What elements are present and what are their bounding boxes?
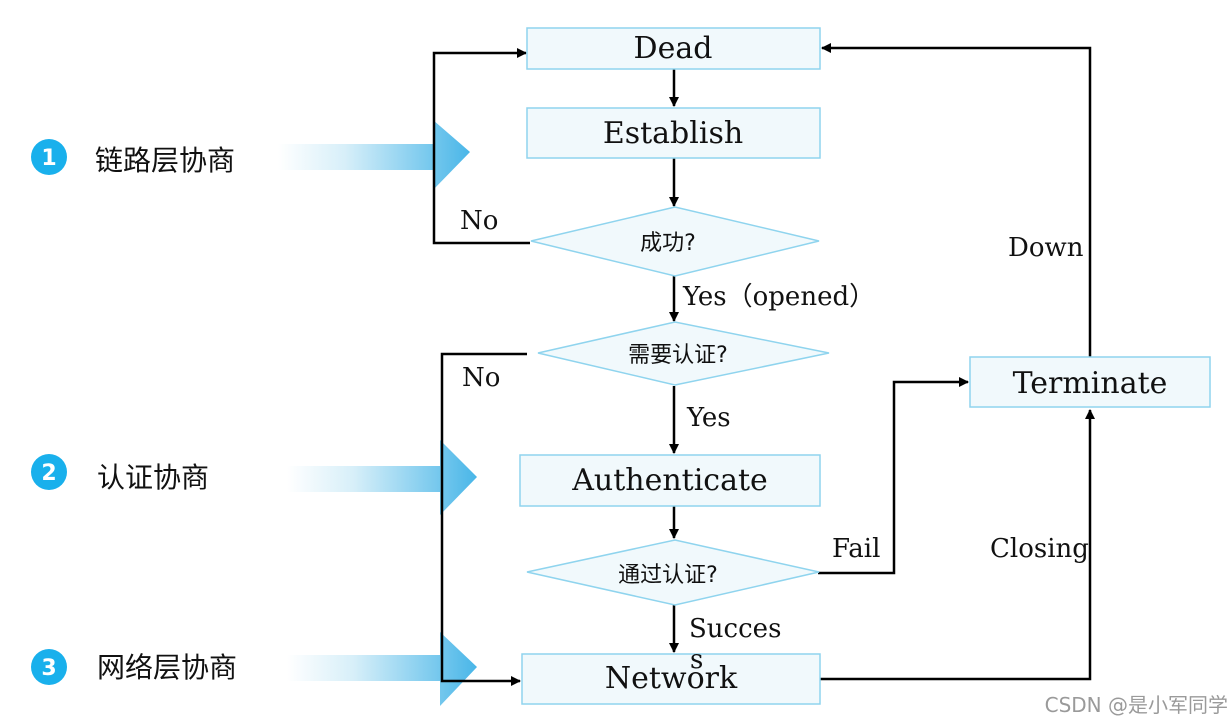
phase-1-arrow bbox=[278, 120, 470, 190]
phase-3-label: 网络层协商 bbox=[97, 651, 237, 684]
decision-auth-passed: 通过认证? bbox=[526, 539, 820, 606]
edge-label-success-line2: s bbox=[690, 645, 703, 675]
state-dead-box bbox=[526, 27, 821, 70]
phase-1-badge bbox=[31, 139, 67, 175]
phase-1-number: 1 bbox=[41, 146, 56, 171]
phase-1-label: 链路层协商 bbox=[95, 144, 235, 177]
phase-2-badge bbox=[31, 454, 67, 490]
state-dead: Dead bbox=[526, 27, 821, 70]
phase-2-arrow bbox=[287, 440, 477, 515]
decision-need-auth-label: 需要认证? bbox=[628, 343, 728, 368]
phase-3-badge bbox=[31, 649, 67, 685]
edge-label-success-line1: Succes bbox=[689, 614, 781, 644]
state-terminate-label: Terminate bbox=[1013, 366, 1168, 401]
phase-2: 2 认证协商 bbox=[31, 440, 477, 515]
decision-auth-passed-shape bbox=[526, 539, 820, 606]
edge-label-no-1: No bbox=[460, 206, 498, 236]
phase-2-number: 2 bbox=[41, 461, 56, 486]
state-network: Network bbox=[521, 653, 821, 705]
state-establish: Establish bbox=[526, 107, 821, 159]
phase-3-number: 3 bbox=[41, 656, 56, 681]
state-dead-label: Dead bbox=[634, 31, 713, 66]
phase-3-arrow bbox=[287, 632, 477, 706]
phase-2-label: 认证协商 bbox=[97, 461, 209, 494]
edge-label-yes-opened: Yes（opened） bbox=[682, 282, 875, 312]
state-network-label: Network bbox=[605, 661, 738, 696]
edge-label-down: Down bbox=[1008, 233, 1084, 263]
watermark: CSDN @是小军同学 bbox=[1045, 693, 1228, 717]
edge-no-dead bbox=[432, 48, 530, 245]
decision-success-shape bbox=[530, 206, 820, 277]
state-establish-box bbox=[526, 107, 821, 159]
edge-label-no-2: No bbox=[462, 363, 500, 393]
decision-success: 成功? bbox=[530, 206, 820, 277]
edge-no-network bbox=[440, 352, 527, 686]
decision-auth-passed-label: 通过认证? bbox=[618, 563, 718, 588]
phase-3: 3 网络层协商 bbox=[31, 632, 477, 706]
state-authenticate: Authenticate bbox=[519, 454, 821, 507]
edge-fail-terminate bbox=[818, 377, 969, 575]
state-authenticate-label: Authenticate bbox=[571, 463, 768, 498]
edge-label-closing: Closing bbox=[990, 534, 1089, 564]
edge-closing-terminate bbox=[818, 409, 1095, 681]
decision-need-auth-shape bbox=[537, 321, 830, 386]
decision-need-auth: 需要认证? bbox=[537, 321, 830, 386]
decision-success-label: 成功? bbox=[640, 231, 696, 256]
edge-down-dead bbox=[821, 43, 1092, 357]
state-authenticate-box bbox=[519, 454, 821, 507]
state-network-box bbox=[521, 653, 821, 705]
state-terminate: Terminate bbox=[969, 356, 1211, 408]
state-establish-label: Establish bbox=[603, 116, 743, 151]
edge-label-fail: Fail bbox=[832, 534, 880, 564]
edge-label-yes: Yes bbox=[686, 403, 731, 433]
phase-1: 1 链路层协商 bbox=[31, 120, 470, 190]
state-terminate-box bbox=[969, 356, 1211, 408]
